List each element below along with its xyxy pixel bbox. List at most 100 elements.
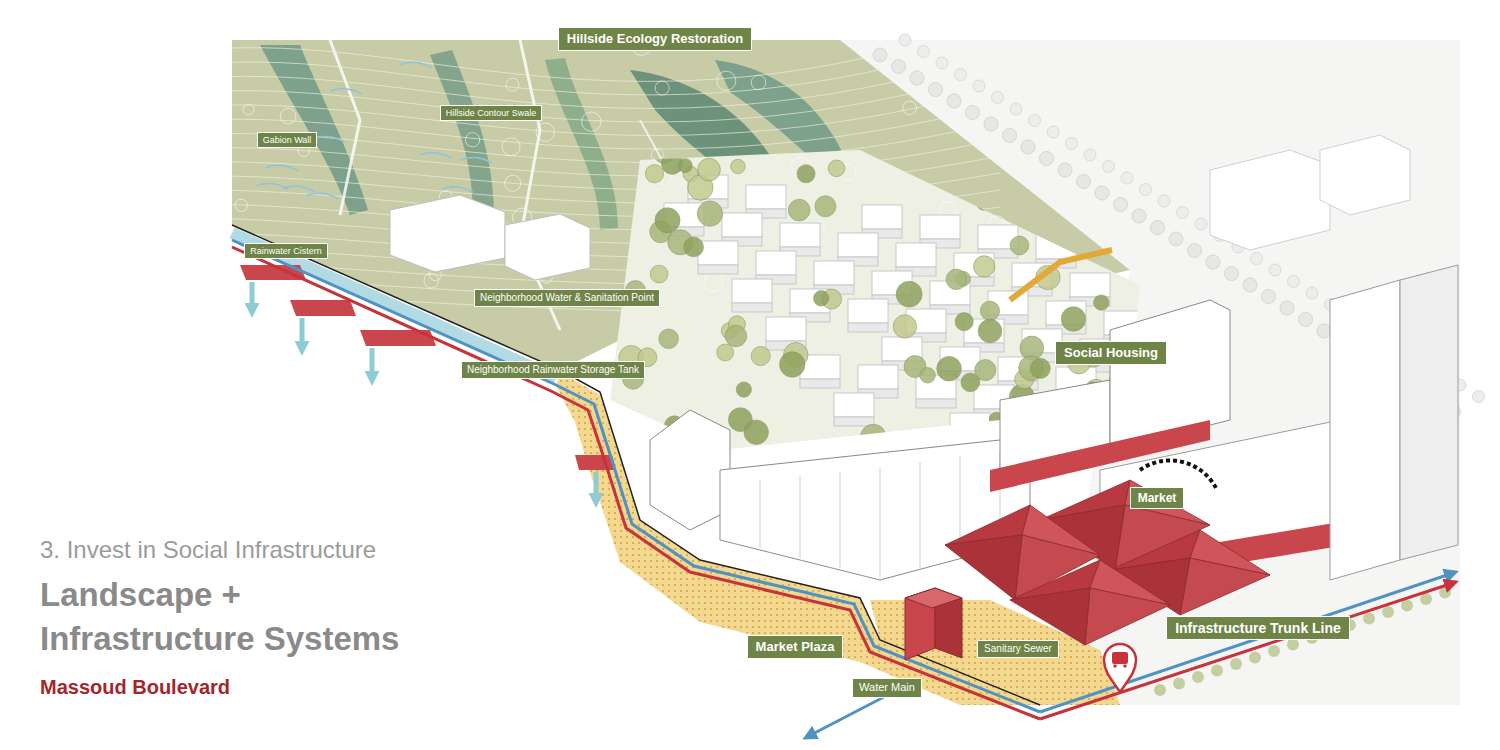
dashed-arc: [1140, 460, 1216, 488]
label-text: Social Housing: [1064, 345, 1158, 361]
street-tree: [1473, 391, 1485, 403]
city-building: [1210, 150, 1330, 250]
tree: [1109, 159, 1124, 174]
house-roof: [698, 241, 738, 265]
tower: [1400, 265, 1458, 560]
boulevard-tree: [1192, 671, 1204, 683]
street-tree: [1243, 278, 1257, 292]
label-text: Market Plaza: [756, 639, 835, 655]
market-kiosk: [905, 588, 962, 608]
hillside-tree: [979, 52, 993, 66]
house-wall: [800, 379, 840, 388]
tree: [1055, 196, 1078, 219]
hillside-tree: [465, 133, 479, 147]
boulevard-tree: [1211, 665, 1223, 677]
boulevard-tree: [1230, 658, 1242, 670]
tree: [1109, 225, 1125, 241]
callout-label: Rainwater Cistern: [244, 243, 328, 260]
label-text: Market: [1138, 491, 1177, 505]
tree: [955, 313, 973, 331]
contour-line: [200, 71, 1000, 122]
tree: [976, 195, 991, 210]
bus-stop-pin: [1104, 644, 1136, 692]
street-tree: [966, 106, 980, 120]
street-tree: [1151, 221, 1165, 235]
label-text: Hillside Contour Swale: [446, 108, 537, 119]
label-text: Neighborhood Water & Sanitation Point: [480, 292, 654, 304]
tree: [731, 159, 746, 174]
tree: [980, 301, 999, 320]
hillside-building: [505, 214, 590, 280]
street-tree: [1021, 140, 1035, 154]
market-roof: [1085, 588, 1170, 645]
hillside-tree: [751, 75, 766, 90]
house-roof: [1070, 273, 1110, 297]
street-tree: [1169, 232, 1183, 246]
boulevard-tree: [1249, 652, 1261, 664]
tree: [974, 256, 995, 277]
callout-label: Water Main: [852, 678, 922, 697]
title: Landscape + Infrastructure Systems: [40, 573, 460, 661]
runoff-flow: [283, 186, 315, 191]
label-text: Gabion Wall: [263, 135, 312, 146]
street-tree: [973, 80, 985, 92]
tree: [650, 265, 668, 283]
street-tree: [1040, 152, 1054, 166]
callout-label: Infrastructure Trunk Line: [1166, 616, 1350, 641]
infiltration-arrow: [594, 472, 599, 502]
street-tree: [1306, 287, 1318, 299]
street-tree: [892, 60, 906, 74]
contour-line: [200, 139, 1000, 176]
street-tree: [1058, 163, 1072, 177]
callout-label: Hillside Ecology Restoration: [558, 27, 752, 51]
callout-label: Neighborhood Rainwater Storage Tank: [461, 361, 645, 379]
tree: [946, 269, 967, 290]
street-tree: [1095, 186, 1109, 200]
tree: [920, 368, 936, 384]
house-roof: [862, 205, 902, 229]
contour-line: [200, 173, 1000, 203]
tree: [788, 199, 810, 221]
house-roof: [780, 223, 820, 247]
label-text: Sanitary Sewer: [984, 643, 1052, 655]
boulevard-tree: [1154, 684, 1166, 696]
hillside-tree: [235, 199, 247, 211]
social-housing-building: [1110, 300, 1230, 450]
street-tree: [1299, 313, 1313, 327]
street-tree: [1047, 126, 1059, 138]
house-roof: [790, 289, 830, 313]
hillside-tree: [651, 149, 663, 161]
street-tree: [1206, 255, 1220, 269]
tree: [611, 180, 630, 199]
street-tree: [936, 57, 948, 69]
tree: [725, 325, 747, 347]
callout-label: Market Plaza: [747, 635, 844, 659]
tree: [780, 352, 805, 377]
runoff-flow: [460, 158, 492, 163]
callout-label: Sanitary Sewer: [977, 640, 1059, 658]
callout-label: Gabion Wall: [257, 132, 318, 149]
hillside-building: [390, 195, 505, 272]
contour-line: [200, 204, 1000, 230]
street-tree: [1103, 161, 1115, 173]
subheading: 3. Invest in Social Infrastructure: [40, 536, 376, 564]
tree: [893, 315, 916, 338]
label-text: Infrastructure Trunk Line: [1175, 620, 1341, 637]
house-wall: [698, 265, 738, 274]
ridge: [260, 45, 368, 215]
house-roof: [722, 213, 762, 237]
boulevard-tree: [1173, 678, 1185, 690]
tree: [975, 360, 996, 381]
label-text: Water Main: [859, 681, 915, 694]
tree: [697, 201, 722, 226]
tree: [1030, 209, 1055, 234]
callout-label: Market: [1130, 487, 1185, 509]
tree: [744, 420, 768, 444]
street-tree: [1317, 324, 1331, 338]
hillside-tree: [234, 278, 247, 291]
hillside-tree: [582, 112, 601, 131]
mid-rise-building: [650, 410, 730, 530]
tree: [934, 143, 958, 167]
tree: [978, 319, 1002, 343]
